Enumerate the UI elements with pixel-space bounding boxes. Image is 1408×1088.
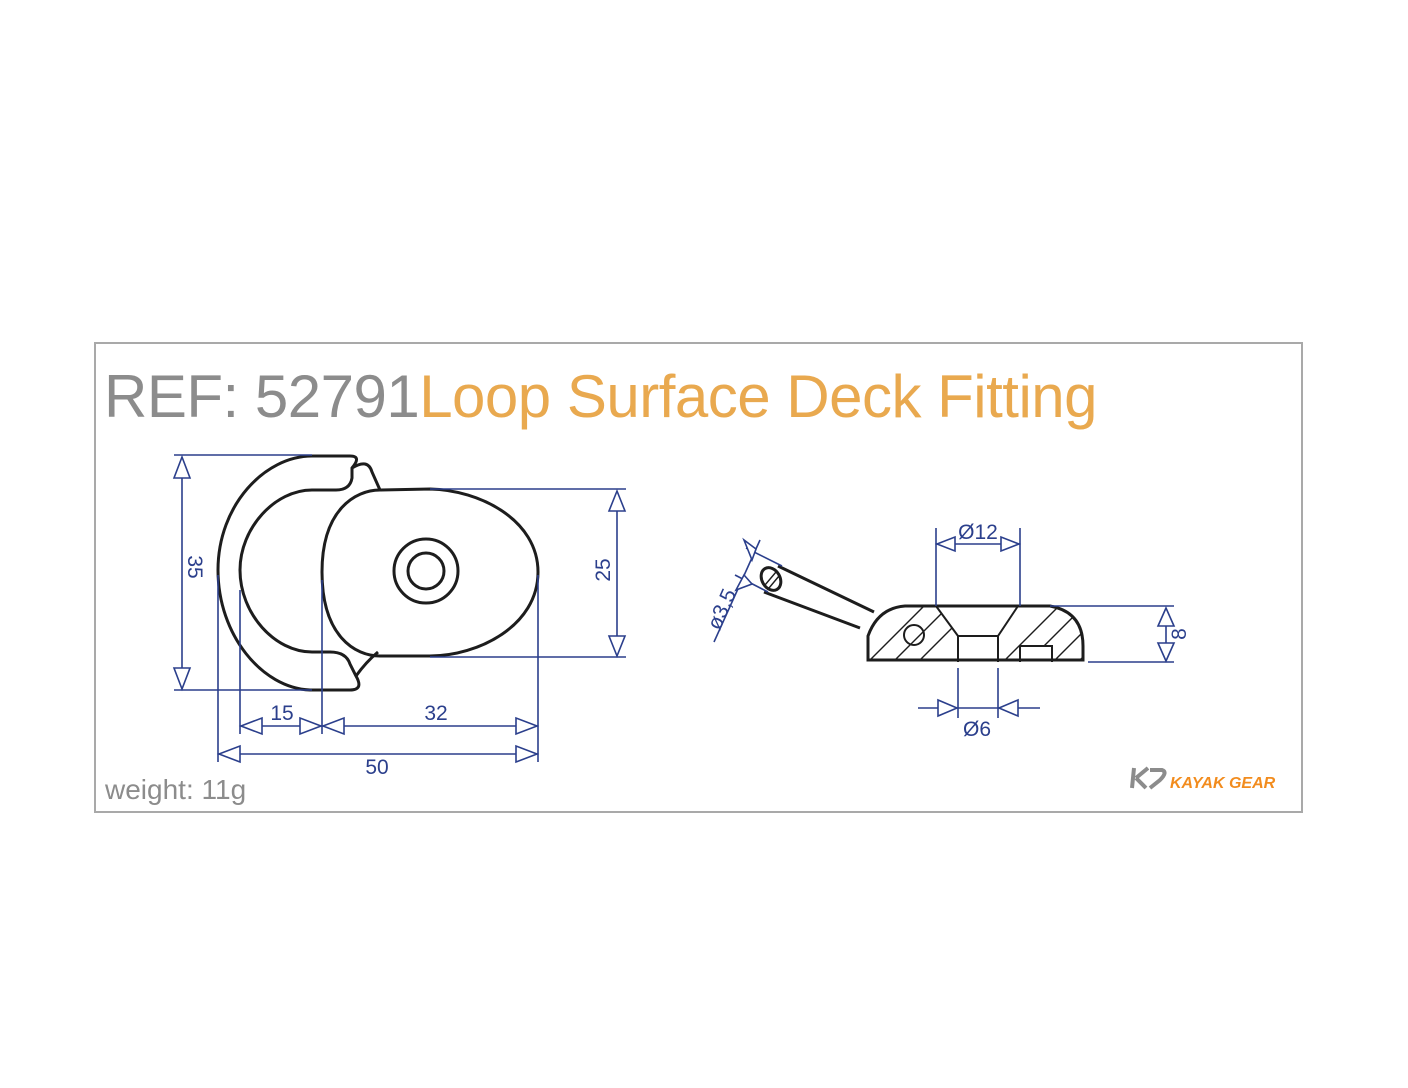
reference-number: REF: 52791 (104, 363, 420, 430)
logo-mark-icon (1130, 766, 1167, 790)
rod-section (759, 566, 783, 592)
loop-ring-inner (351, 462, 382, 677)
product-name: Loop Surface Deck Fitting (419, 363, 1098, 430)
dim-height-total: 35 (183, 555, 206, 578)
dim-counterbore-diameter: Ø12 (958, 521, 998, 544)
dim-width-50: 50 (365, 756, 388, 779)
through-hole-circle (406, 551, 446, 591)
side-section-view: Ø12 8 Ø6 ø3,5 (703, 521, 1191, 741)
dim-hole-diameter: Ø6 (963, 718, 991, 741)
counterbore-circle (392, 537, 460, 605)
rod-hole (903, 624, 925, 646)
logo-text: KAYAK GEAR (1170, 775, 1276, 792)
loop-ring-outer (216, 454, 361, 692)
drawing-frame (94, 342, 1303, 813)
top-view: 35 25 15 32 50 (172, 454, 627, 779)
dim-height-base: 25 (592, 558, 615, 581)
dim-thickness: 8 (1168, 628, 1191, 640)
base-plate-outline (320, 487, 540, 658)
dim-rod-diameter: ø3,5 (703, 585, 741, 633)
kayak-gear-logo: KAYAK GEAR (1130, 766, 1276, 792)
weight-label: weight: 11g (105, 774, 247, 805)
dim-width-15: 15 (270, 702, 293, 725)
dim-width-32: 32 (424, 702, 447, 725)
page-title: REF: 52791Loop Surface Deck Fitting (104, 362, 1098, 432)
